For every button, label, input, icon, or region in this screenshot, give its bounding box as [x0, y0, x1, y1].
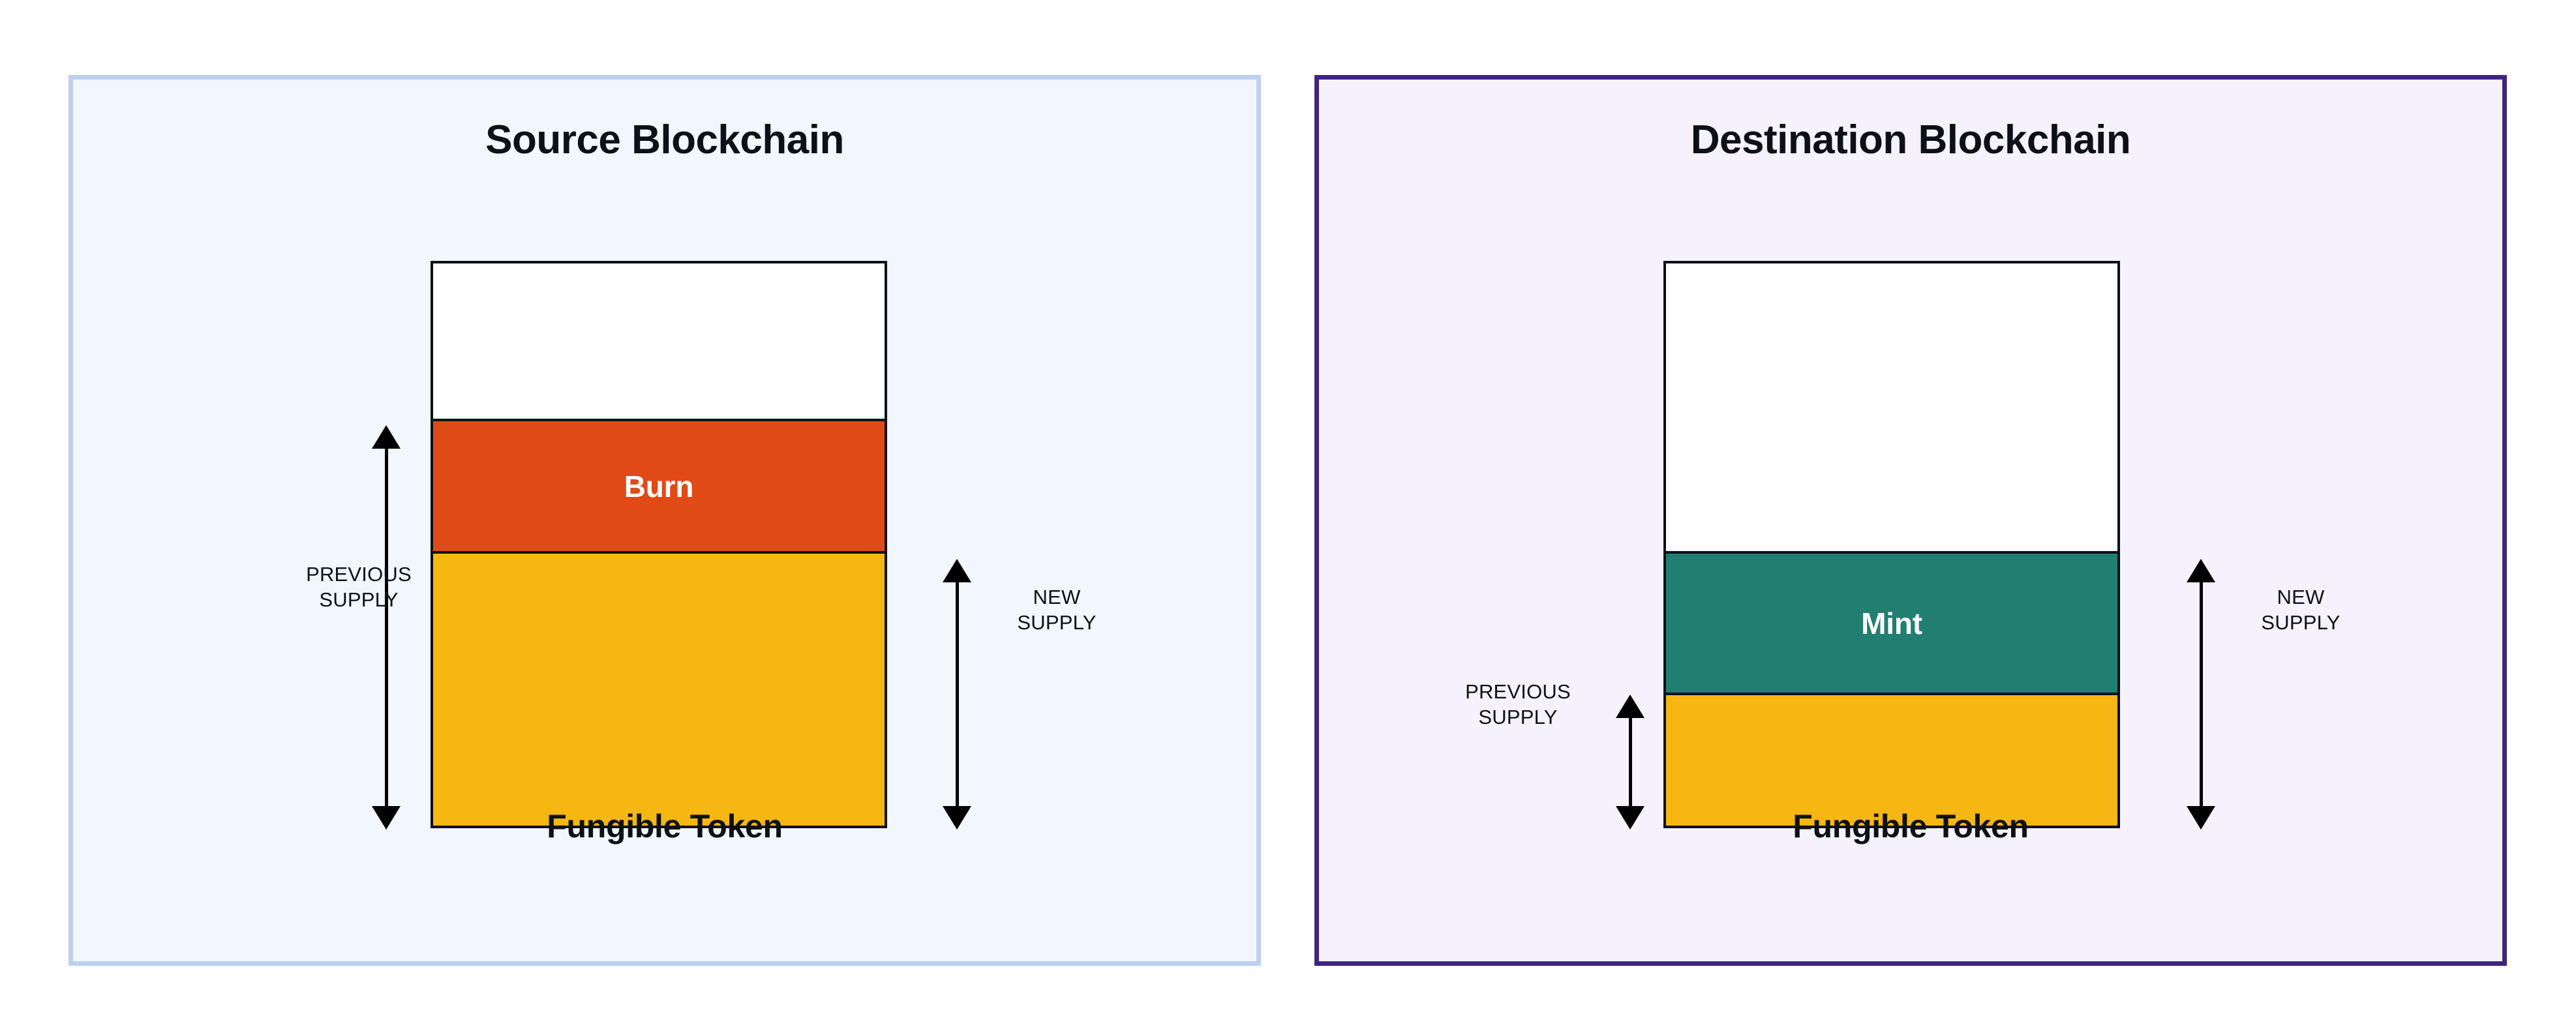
arrowhead-down-icon — [372, 806, 401, 830]
double-arrow-icon-previous-supply-source — [372, 425, 401, 830]
dimension-label-line2: SUPPLY — [1478, 705, 1558, 728]
arrow-shaft — [1629, 708, 1632, 816]
dimension-label-previous-supply-source: PREVIOUS SUPPLY — [280, 562, 437, 613]
dimension-label-line1: PREVIOUS — [306, 563, 412, 586]
panel-destination-blockchain: Destination Blockchain Mint PREVIOUS SUP… — [1314, 75, 2507, 966]
stack-segment-label: Burn — [624, 469, 694, 503]
panel-footer-destination: Fungible Token — [1793, 808, 2029, 845]
dimension-label-line1: PREVIOUS — [1465, 680, 1571, 703]
dimension-label-previous-supply-destination: PREVIOUS SUPPLY — [1430, 680, 1606, 730]
arrow-shaft — [2200, 572, 2203, 816]
panel-title-source: Source Blockchain — [485, 117, 844, 162]
dimension-label-new-supply-destination: NEW SUPPLY — [2229, 585, 2372, 636]
stack-segment-mint: Mint — [1663, 551, 2120, 695]
arrow-shaft — [956, 572, 959, 816]
token-supply-stack-destination: Mint — [1663, 261, 2120, 828]
panel-source-blockchain: Source Blockchain Burn PREVIOUS SUPPLY — [68, 75, 1261, 966]
double-arrow-icon-previous-supply-destination — [1616, 695, 1644, 830]
double-arrow-icon-new-supply-source — [943, 559, 971, 830]
arrow-shaft — [385, 438, 388, 816]
token-supply-stack-source: Burn — [431, 261, 887, 828]
stack-segment-label: Mint — [1861, 606, 1922, 640]
dimension-label-line1: NEW — [2277, 586, 2325, 608]
stack-segment-available-headroom — [431, 261, 887, 421]
dimension-label-line1: NEW — [1033, 586, 1081, 608]
arrowhead-down-icon — [1616, 806, 1644, 830]
dimension-label-line2: SUPPLY — [319, 588, 399, 611]
arrowhead-down-icon — [2187, 806, 2215, 830]
dimension-label-line2: SUPPLY — [1017, 610, 1097, 634]
dimension-label-new-supply-source: NEW SUPPLY — [985, 585, 1129, 636]
stack-segment-available-headroom — [1663, 261, 2120, 554]
stack-segment-remaining-supply — [431, 551, 887, 828]
panel-title-destination: Destination Blockchain — [1690, 117, 2131, 162]
dimension-label-line2: SUPPLY — [2261, 610, 2341, 634]
stack-segment-burn: Burn — [431, 419, 887, 554]
arrowhead-down-icon — [943, 806, 971, 830]
stack-segment-existing-supply — [1663, 693, 2120, 828]
double-arrow-icon-new-supply-destination — [2187, 559, 2215, 830]
panel-footer-source: Fungible Token — [547, 808, 783, 845]
